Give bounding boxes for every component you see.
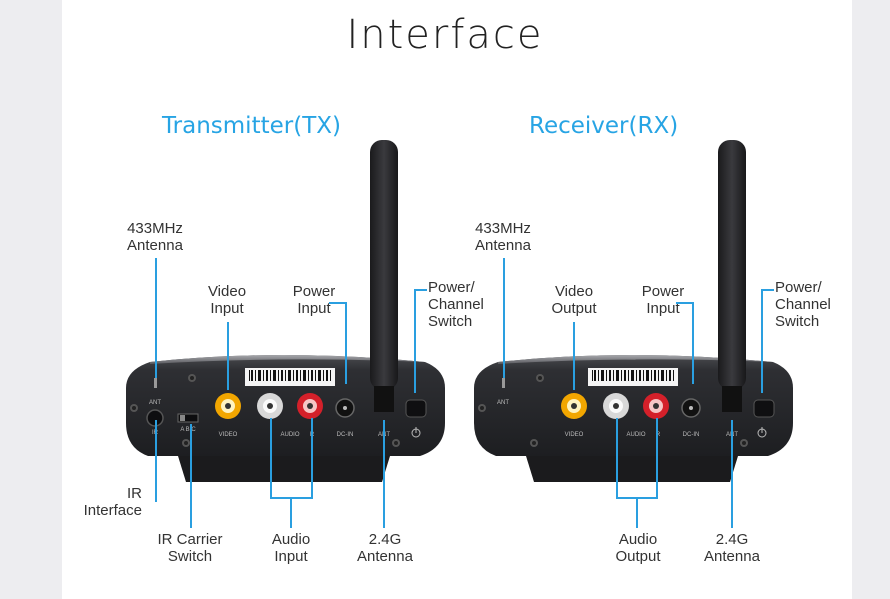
ant-433-connector — [154, 378, 157, 388]
receiver-device: ANT VIDEO AUDIO R DC-IN ANT — [474, 140, 793, 482]
rx-line-power-h — [676, 302, 693, 304]
device-body — [126, 355, 445, 456]
svg-text:AUDIO: AUDIO — [280, 432, 299, 438]
rx-line-audio-r — [656, 418, 658, 498]
rx-line-video — [573, 322, 575, 390]
device-stand — [178, 456, 390, 482]
tx-line-video — [227, 322, 229, 390]
svg-text:VIDEO: VIDEO — [219, 432, 238, 438]
rx-line-power-v — [692, 302, 694, 384]
tx-label-2-4g-antenna: 2.4G Antenna — [357, 531, 413, 565]
tx-line-power-h — [329, 302, 346, 304]
tx-line-ir-carrier — [190, 424, 192, 528]
tx-line-power-v — [345, 302, 347, 384]
rx-label-audio-output: Audio Output — [615, 531, 661, 565]
tx-label-433mhz-antenna: 433MHz Antenna — [127, 220, 183, 254]
tx-label-ir-carrier-switch: IR Carrier Switch — [157, 531, 223, 565]
svg-text:DC-IN: DC-IN — [683, 432, 700, 438]
tx-line-2-4g — [383, 420, 385, 528]
tx-line-audio-v — [290, 497, 292, 528]
rx-line-audio-l — [616, 418, 618, 498]
rx-line-433 — [503, 258, 505, 378]
rx-line-2-4g — [731, 420, 733, 528]
tx-line-ir — [155, 420, 157, 502]
svg-text:R: R — [656, 432, 661, 438]
tx-line-audio-l — [270, 418, 272, 498]
tx-label-ir-interface: IR Interface — [83, 485, 142, 519]
svg-text:ANT: ANT — [497, 400, 509, 406]
tx-line-audio-r — [311, 418, 313, 498]
ir-carrier-switch — [177, 413, 199, 423]
rx-label-power-input: Power Input — [641, 283, 685, 317]
rx-label-video-output: Video Output — [551, 283, 597, 317]
transmitter-device: ANT IR A B C VIDEO AUDIO R DC-IN ANT — [126, 140, 445, 482]
tx-line-433 — [155, 258, 157, 378]
svg-text:AUDIO: AUDIO — [626, 432, 645, 438]
power-channel-switch — [405, 399, 427, 418]
rx-line-audio-v — [636, 497, 638, 528]
rx-label-power-channel-switch: Power/ Channel Switch — [775, 279, 831, 330]
svg-text:A B C: A B C — [180, 427, 196, 433]
page-title: Interface — [346, 12, 544, 58]
tx-line-switch-v — [414, 289, 416, 393]
rx-line-switch-h — [761, 289, 774, 291]
tx-label-audio-input: Audio Input — [271, 531, 311, 565]
transmitter-title: Transmitter(TX) — [162, 113, 341, 139]
svg-text:DC-IN: DC-IN — [337, 432, 354, 438]
svg-text:VIDEO: VIDEO — [565, 432, 584, 438]
antenna-2-4g — [370, 140, 398, 390]
receiver-title: Receiver(RX) — [529, 113, 679, 139]
tx-label-video-input: Video Input — [207, 283, 247, 317]
rx-label-433mhz-antenna: 433MHz Antenna — [475, 220, 531, 254]
tx-line-switch-h — [414, 289, 427, 291]
tx-label-power-channel-switch: Power/ Channel Switch — [428, 279, 484, 330]
rx-label-2-4g-antenna: 2.4G Antenna — [704, 531, 760, 565]
svg-text:ANT: ANT — [149, 400, 161, 406]
rx-line-switch-v — [761, 289, 763, 393]
tx-label-power-input: Power Input — [292, 283, 336, 317]
